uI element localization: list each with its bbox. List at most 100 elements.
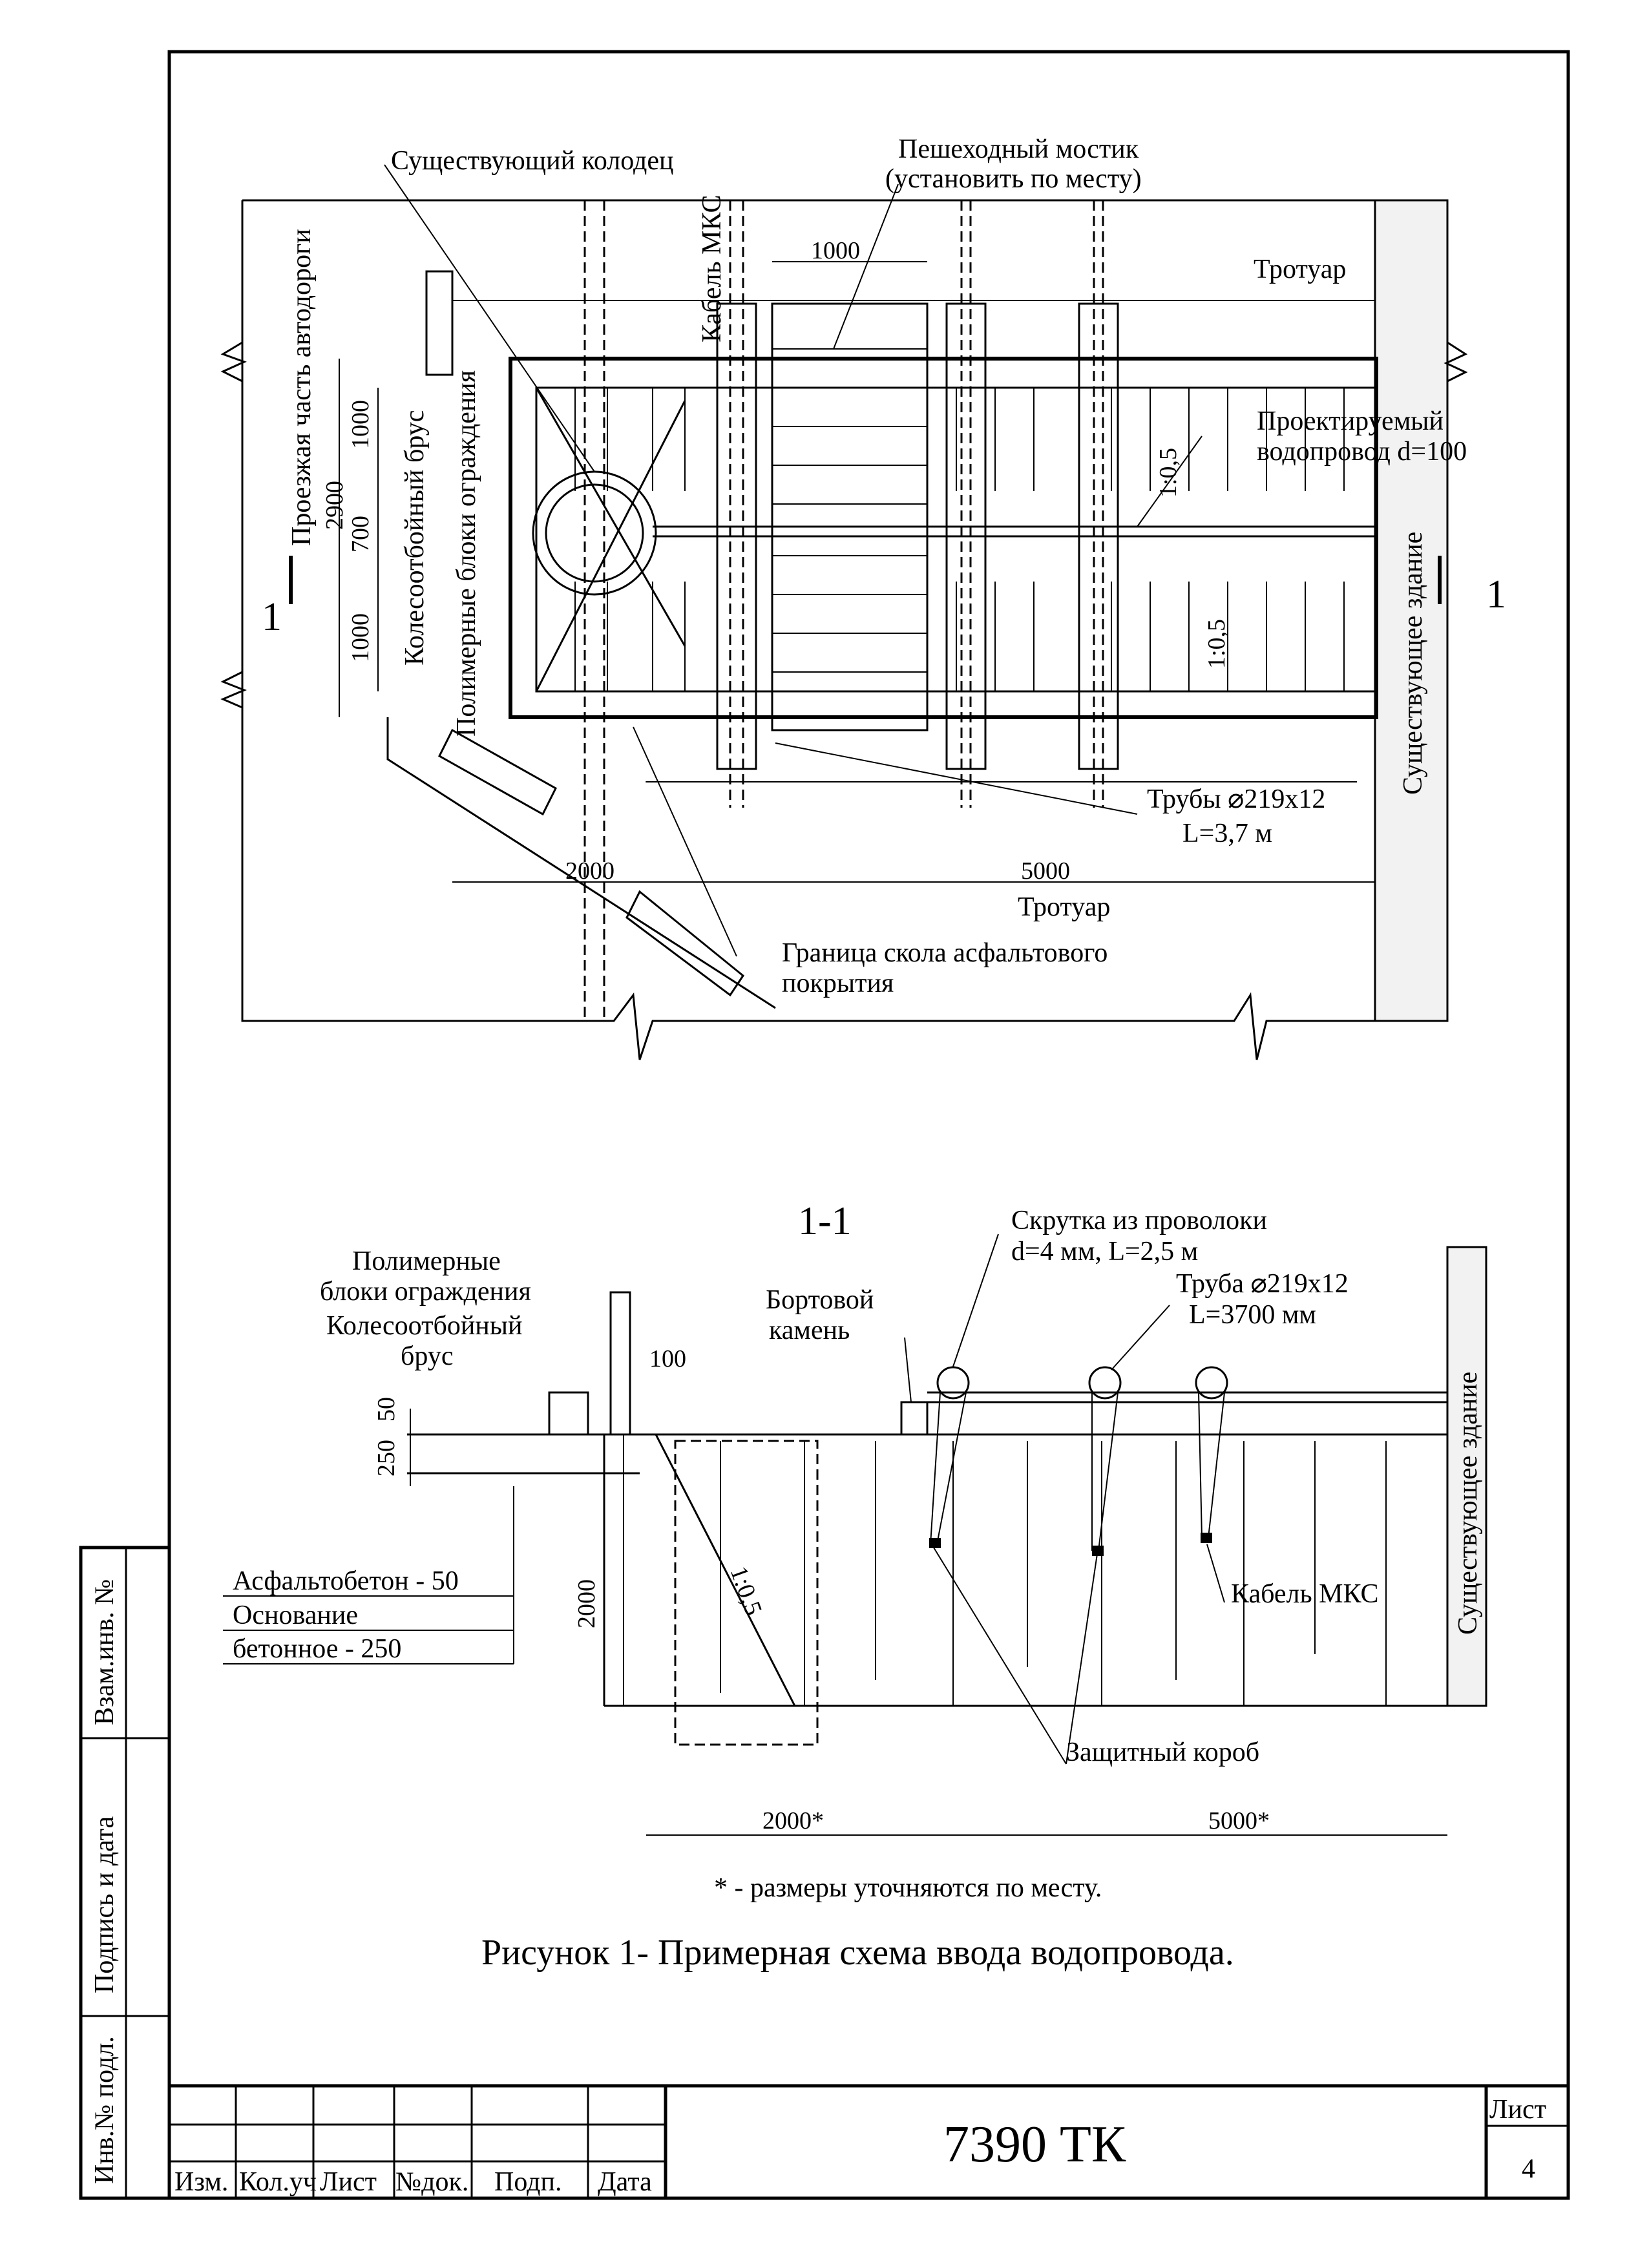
label-wheel-guard-2: брус	[401, 1341, 453, 1371]
label-asphalt-edge-2: покрытия	[782, 969, 894, 998]
label-polymer-blocks: Полимерные блоки ограждения	[452, 370, 481, 737]
label-sidewalk-bottom: Тротуар	[1018, 892, 1110, 922]
plan-view: Существующий колодец Пешеходный мостик (…	[220, 134, 1506, 1060]
building-break	[1444, 341, 1468, 383]
dim-50: 50	[373, 1397, 400, 1422]
figure-caption: Рисунок 1- Примерная схема ввода водопро…	[481, 1933, 1234, 1973]
section-mark-left: 1	[262, 595, 282, 639]
well-diag-b	[535, 387, 686, 647]
label-polymer-1: Полимерные	[352, 1246, 501, 1276]
label-asphalt: Асфальтобетон - 50	[233, 1566, 459, 1596]
hanger-1b	[936, 1392, 967, 1545]
cable-box-3	[1201, 1533, 1212, 1543]
label-cable-mks: Кабель МКС	[697, 195, 727, 343]
sheet-frame	[167, 50, 1570, 2200]
existing-building-wall	[1374, 199, 1449, 1022]
dim-2900: 2900	[321, 481, 348, 530]
dim-700: 700	[347, 516, 374, 552]
plan-left-break-2	[220, 671, 247, 709]
note-text: * - размеры уточняются по месту.	[714, 1873, 1102, 1903]
label-base-2: бетонное - 250	[233, 1634, 401, 1664]
dim-1000-a: 1000	[347, 400, 374, 449]
polymer-block-lower-2	[625, 890, 745, 997]
section-pipe-1	[936, 1366, 970, 1400]
cable-box-1	[929, 1538, 941, 1548]
label-section-building: Существующее здание	[1453, 1372, 1483, 1635]
title-block: Изм. Кол.уч Лист №док. Подп. Дата 7390 Т…	[169, 2084, 1568, 2198]
section-hatching	[720, 1441, 1387, 1706]
label-wheel-guard: Колесоотбойный брус	[400, 410, 430, 666]
label-existing-well: Существующий колодец	[391, 146, 674, 176]
tb-list: Лист	[320, 2167, 377, 2197]
tb-podp: Подп.	[494, 2167, 562, 2197]
label-section-cable: Кабель МКС	[1231, 1579, 1379, 1609]
label-footbridge-2: (установить по месту)	[885, 164, 1142, 194]
dashed-cables	[583, 200, 1104, 1021]
polymer-block-lower-1	[438, 728, 557, 816]
leader-pipes	[775, 742, 1138, 815]
section-building-wall	[1446, 1246, 1487, 1707]
label-twist-2: d=4 мм, L=2,5 м	[1011, 1237, 1198, 1266]
dim-250: 250	[373, 1440, 400, 1476]
asphalt-edge-line	[386, 717, 776, 1009]
label-pipes-2: L=3,7 м	[1182, 819, 1272, 848]
existing-well-inner	[545, 483, 644, 583]
stamp-podpis: Подпись и дата	[90, 1816, 120, 1993]
dim-bridge: 1000	[811, 237, 860, 264]
leader-cable	[1206, 1544, 1225, 1603]
label-roadway: Проезжая часть автодороги	[287, 229, 317, 546]
footbridge	[771, 302, 929, 731]
label-pipe-1: Труба ⌀219х12	[1176, 1269, 1349, 1299]
hanger-3a	[1198, 1392, 1203, 1538]
dim-5000: 5000	[1021, 857, 1070, 885]
trench-slope-line	[655, 1434, 796, 1706]
stamp-vzam: Взам.инв. №	[90, 1579, 120, 1725]
label-designed-pipe-2: водопровод d=100	[1257, 437, 1467, 467]
tb-sheet-no: 4	[1522, 2154, 1535, 2184]
tb-ndok: №док.	[395, 2167, 468, 2197]
section-curb	[900, 1401, 929, 1436]
tb-koluch: Кол.уч	[239, 2167, 317, 2197]
section-wheel-guard	[548, 1391, 589, 1436]
hanger-1a	[929, 1392, 941, 1545]
label-twist-1: Скрутка из проволоки	[1011, 1206, 1267, 1235]
section-mark-right: 1	[1486, 572, 1506, 616]
stamp-inv: Инв.№ подл.	[90, 2036, 120, 2184]
section-title: 1-1	[798, 1199, 852, 1243]
pipe-sleeve-2	[945, 302, 987, 770]
dim-2000-v: 2000	[573, 1579, 600, 1628]
side-stamp: Взам.инв. № Подпись и дата Инв.№ подл.	[79, 1546, 171, 2200]
label-pipes-1: Трубы ⌀219х12	[1147, 784, 1325, 814]
label-slope-top: 1:0,5	[1155, 448, 1182, 498]
label-designed-pipe-1: Проектируемый	[1257, 406, 1444, 436]
dim-2000: 2000	[565, 857, 614, 885]
hanger-3b	[1208, 1392, 1225, 1538]
trench-dashed-box	[674, 1440, 819, 1746]
section-pipe-2	[1088, 1366, 1122, 1400]
leader-asphalt	[633, 726, 737, 957]
label-protective-box: Защитный короб	[1066, 1738, 1259, 1767]
label-curb-1: Бортовой	[766, 1285, 874, 1315]
plan-left-break	[220, 341, 247, 383]
polymer-block-top	[425, 270, 454, 376]
label-polymer-2: блоки ограждения	[320, 1277, 531, 1307]
hanger-2b	[1098, 1392, 1119, 1551]
dim-section-2000: 2000*	[762, 1807, 824, 1834]
leader-twist	[952, 1234, 999, 1367]
tb-data: Дата	[598, 2167, 652, 2197]
leader-box-2	[1066, 1553, 1098, 1765]
label-sidewalk-top: Тротуар	[1254, 255, 1346, 284]
plan-bottom-border	[241, 200, 1447, 1060]
tb-izm: Изм.	[174, 2167, 228, 2197]
label-footbridge-1: Пешеходный мостик	[898, 134, 1139, 164]
label-pipe-2: L=3700 мм	[1189, 1300, 1316, 1330]
cable-box-2	[1092, 1546, 1104, 1556]
label-curb-2: камень	[769, 1316, 850, 1345]
leader-pipe	[1111, 1305, 1170, 1370]
leader-water-pipe	[1137, 436, 1203, 527]
section-polymer-block	[609, 1291, 631, 1436]
leader-bridge	[833, 184, 899, 350]
pipe-sleeve-1	[716, 302, 757, 770]
dim-100: 100	[649, 1345, 686, 1372]
